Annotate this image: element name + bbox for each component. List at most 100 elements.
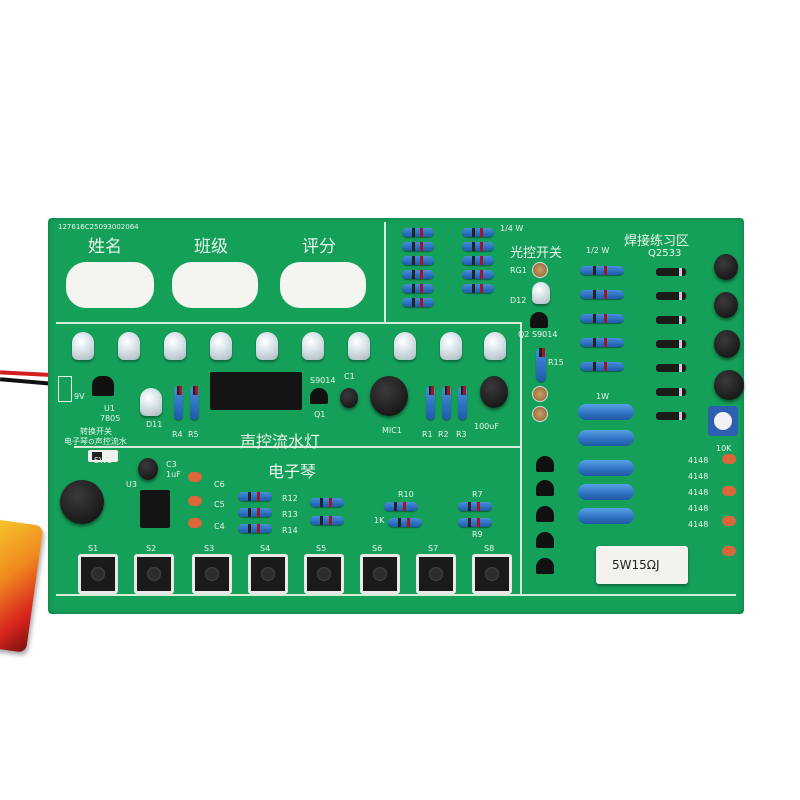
resistor-vertical [190,386,199,420]
resistor [402,284,434,293]
label-c6: C6 [214,480,225,489]
transistor [536,532,554,548]
resistor [580,314,624,323]
ceramic-capacitor [722,516,736,526]
resistor [238,492,272,501]
button-label-s3: S3 [204,544,215,553]
resistor-vertical [458,386,467,420]
led-2 [118,332,140,360]
key-button-s7[interactable] [416,554,456,594]
resistor [462,270,494,279]
resistor [384,502,418,511]
photoresistor [532,262,548,278]
label-half-w: 1/2 W [586,246,610,255]
capacitor-c3 [138,458,158,480]
mode-switch[interactable] [88,450,118,462]
resistor [402,228,434,237]
label-r3: R3 [456,430,467,439]
photoresistor [532,406,548,422]
ceramic-capacitor-c4 [188,518,202,528]
transistor [536,506,554,522]
battery [0,520,44,653]
potentiometer [708,406,738,436]
key-button-s3[interactable] [192,554,232,594]
label-u3: U3 [126,480,137,489]
diode [656,292,686,300]
resistor [310,498,344,507]
label-rg1: RG1 [510,266,527,275]
resistor [580,266,624,275]
resistor [402,256,434,265]
pcb-board: 127616C25093002064 姓名 班级 评分 1/4 W 光控开关 R… [48,218,744,614]
button-label-s2: S2 [146,544,157,553]
label-r15: R15 [548,358,564,367]
resistor [402,298,434,307]
resistor-1w [578,430,634,446]
label-4148: 4148 [688,488,709,497]
key-button-s1[interactable] [78,554,118,594]
field-label-class: 班级 [194,237,228,257]
resistor [402,270,434,279]
button-label-s6: S6 [372,544,383,553]
led-10 [484,332,506,360]
score-pad [280,262,366,308]
diode [656,412,686,420]
label-one-w: 1W [596,392,609,401]
divider-bottom [56,594,736,596]
label-r14: R14 [282,526,298,535]
key-button-s4[interactable] [248,554,288,594]
led-4 [210,332,232,360]
name-pad [66,262,154,308]
switch-label-2: 电子琴⊙声控流水 [64,437,127,446]
capacitor-c1 [340,388,358,408]
led-6 [302,332,324,360]
key-button-s2[interactable] [134,554,174,594]
label-c3-val: 1uF [166,470,181,479]
label-d11: D11 [146,420,163,429]
resistor [458,518,492,527]
key-button-s6[interactable] [360,554,400,594]
power-connector [58,376,72,402]
led [532,282,550,304]
buzzer [60,480,104,524]
section-solder-area: 焊接练习区 [624,234,690,249]
resistor [402,242,434,251]
ceramic-capacitor-c5 [188,496,202,506]
label-quarter-w: 1/4 W [500,224,524,233]
label-c1: C1 [344,372,355,381]
label-r4: R4 [172,430,183,439]
class-pad [172,262,258,308]
transistor [536,480,554,496]
resistor-vertical [174,386,183,420]
label-c3: C3 [166,460,177,469]
divider-right [520,322,522,594]
led-5 [256,332,278,360]
ceramic-capacitor-c6 [188,472,202,482]
resistor [580,338,624,347]
power-resistor-label: 5W15ΩJ [612,558,660,572]
label-r12: R12 [282,494,298,503]
photoresistor [532,386,548,402]
section-keyboard: 电子琴 [268,462,317,481]
ic-chip-main [210,372,302,410]
label-c2-val: 100uF [474,422,499,431]
resistor [462,256,494,265]
led-9 [440,332,462,360]
led-8 [394,332,416,360]
label-r10: R10 [398,490,414,499]
label-r5: R5 [188,430,199,439]
key-button-s5[interactable] [304,554,344,594]
transistor [536,456,554,472]
label-r1: R1 [422,430,433,439]
section-light-switch: 光控开关 [510,246,563,261]
power-resistor: 5W15ΩJ [596,546,688,584]
label-pot-10k: 10K [716,444,732,453]
resistor [238,508,272,517]
label-9v: 9V [74,392,85,401]
transistor [536,558,554,574]
label-q2-part: S9014 [532,330,558,339]
key-button-s8[interactable] [472,554,512,594]
diode [656,268,686,276]
capacitor-c2 [480,376,508,408]
divider-mid [74,446,520,448]
